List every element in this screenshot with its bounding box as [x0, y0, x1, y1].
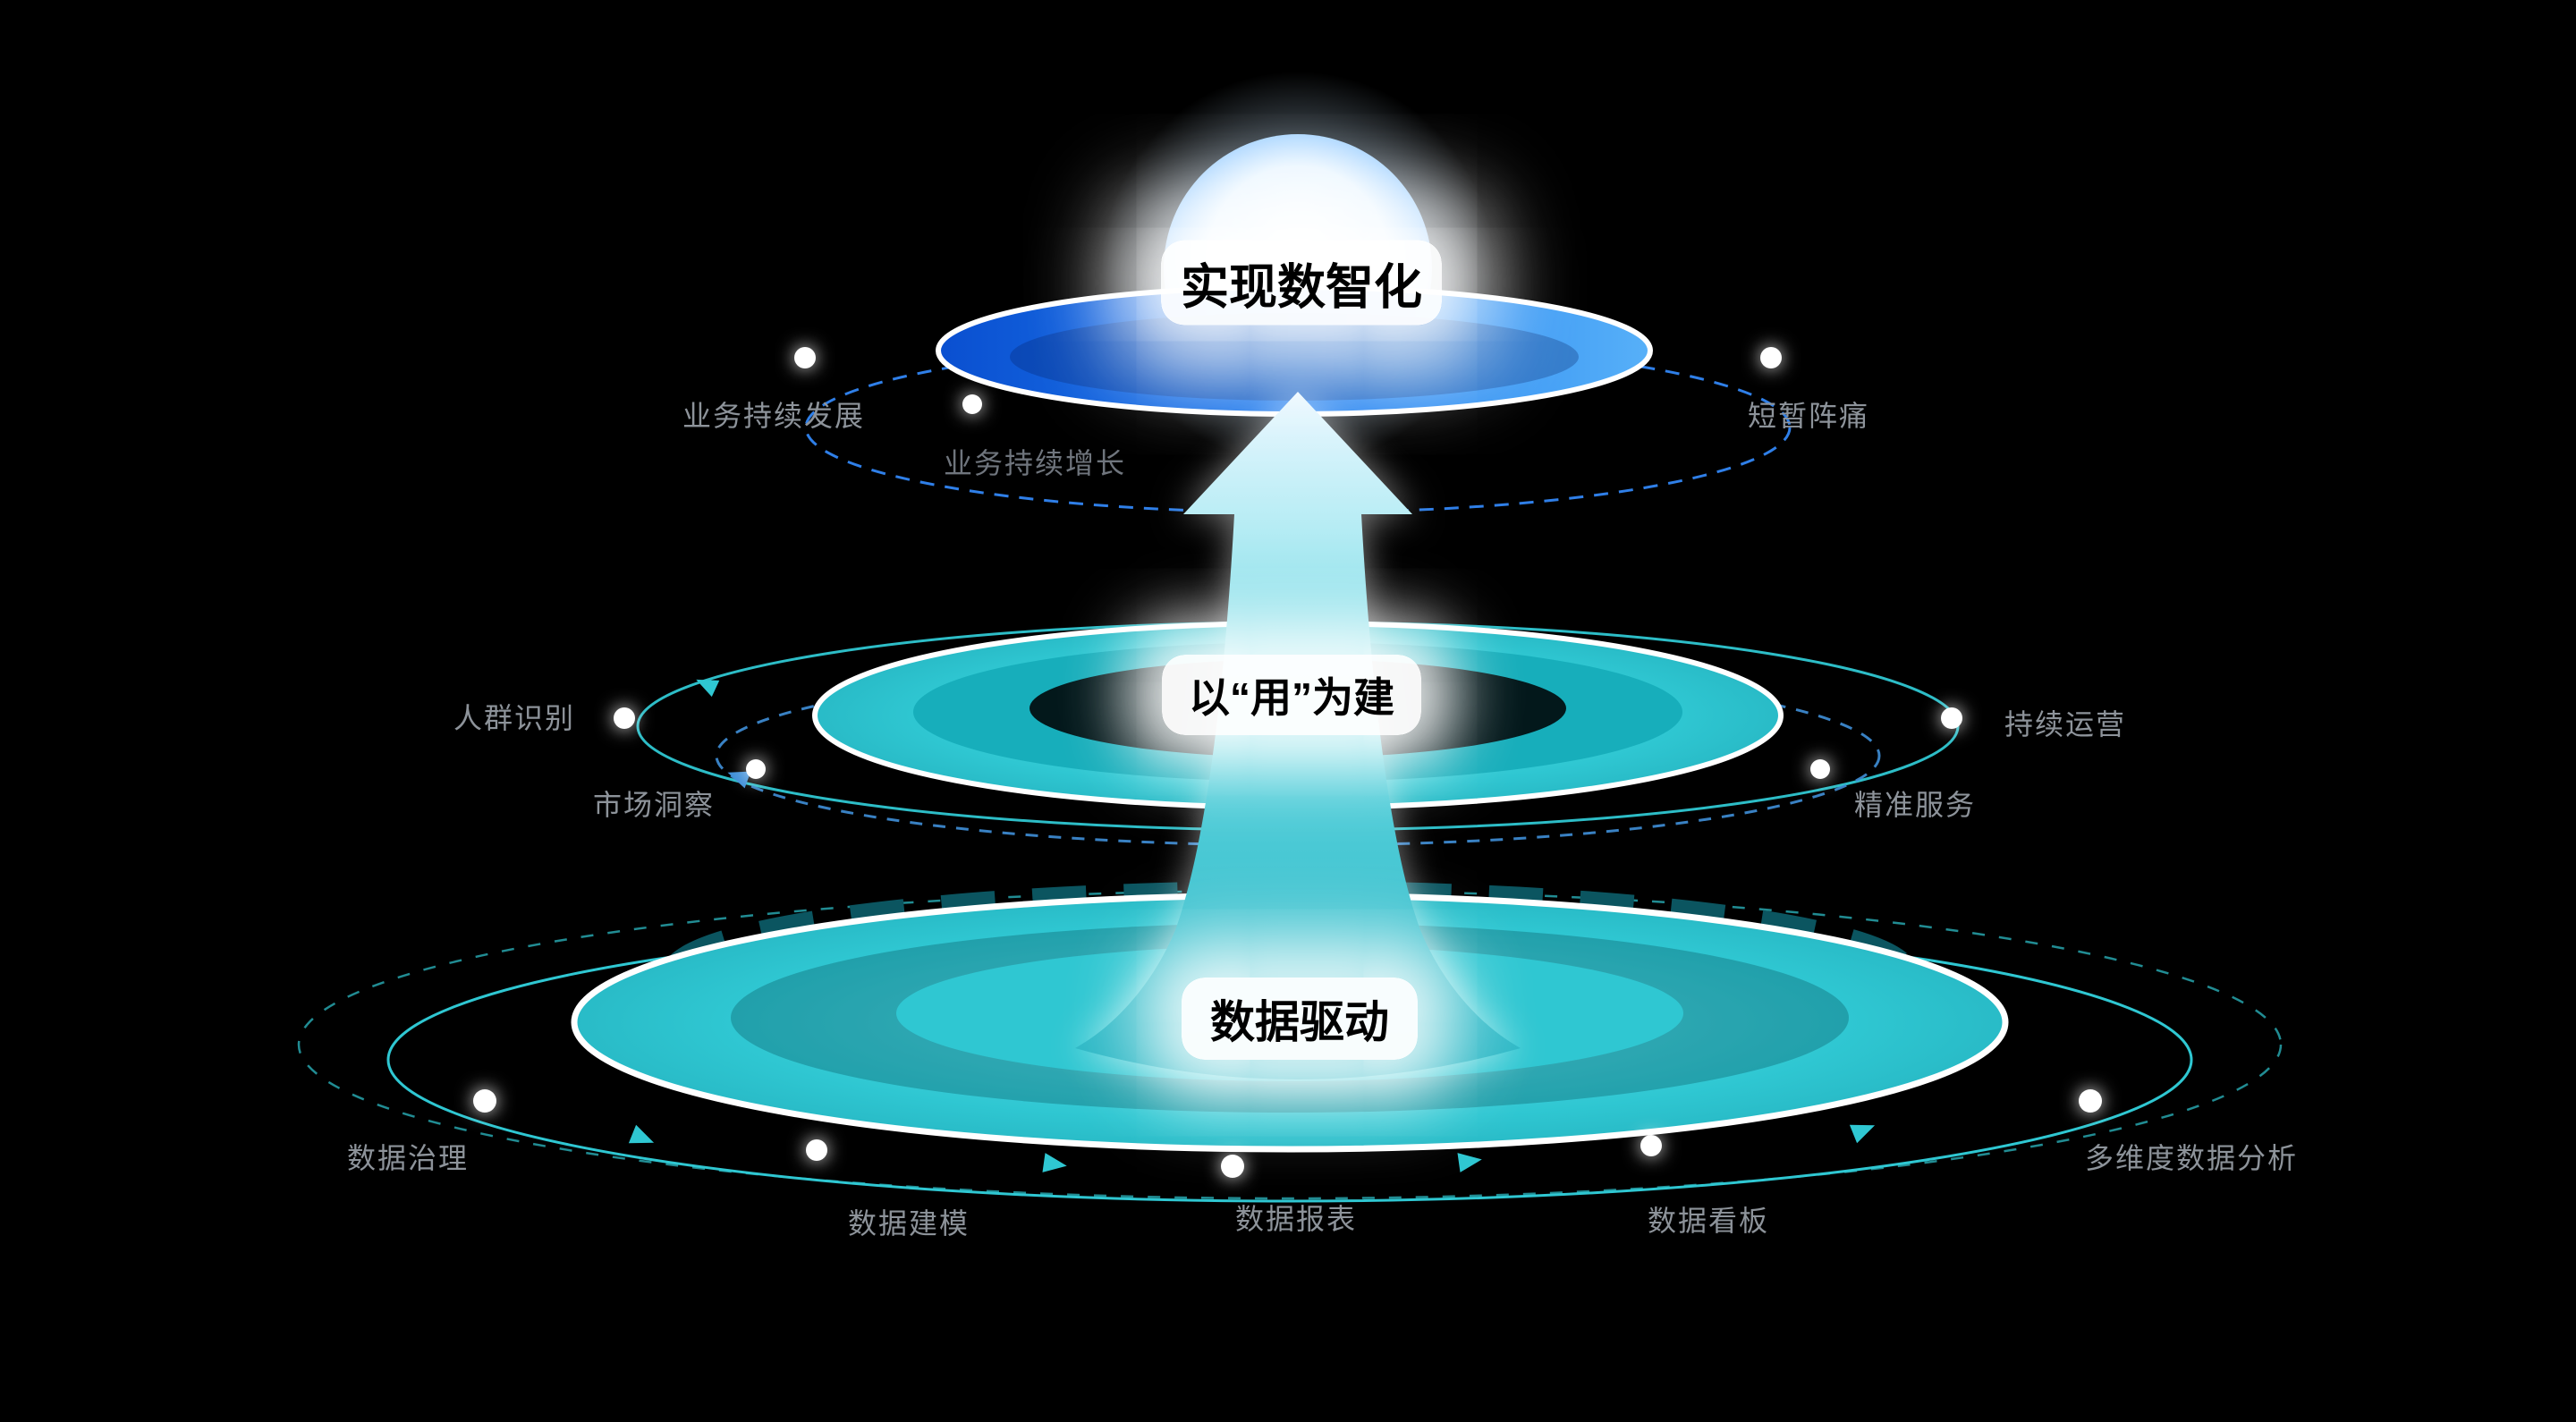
growth-arrow [1075, 392, 1521, 1079]
growth-arrow-shape [1075, 392, 1521, 1079]
node-dot [1810, 759, 1830, 779]
orbit-arrow-icon [1849, 1124, 1876, 1144]
bottom-dashed-orbit [297, 889, 2283, 1200]
node-dot [962, 394, 982, 414]
node-dot [2079, 1089, 2102, 1113]
top-nodes [794, 347, 1782, 414]
node-dot [1760, 347, 1782, 368]
orbit-arrow-icon [696, 679, 720, 698]
node-dot [473, 1089, 496, 1113]
orbit-arrow-icon [628, 1124, 655, 1144]
node-dot [806, 1139, 827, 1161]
orbit-arrow-icon [1042, 1153, 1067, 1172]
middle-nodes [614, 707, 1962, 779]
bottom-drop-lines [815, 1158, 1719, 1400]
node-dot [1221, 1155, 1244, 1178]
node-dot [614, 707, 635, 729]
bottom-nodes [473, 1089, 2102, 1178]
node-dot [1640, 1135, 1662, 1156]
orbit-arrow-icon [1457, 1153, 1482, 1172]
orbit-arrow-icon [727, 771, 751, 789]
bottom-orbit-arrows [628, 1124, 1876, 1172]
node-dot [794, 347, 816, 368]
node-dot [1941, 707, 1962, 729]
top-blue-ring [936, 284, 1653, 417]
node-dot [746, 759, 766, 779]
